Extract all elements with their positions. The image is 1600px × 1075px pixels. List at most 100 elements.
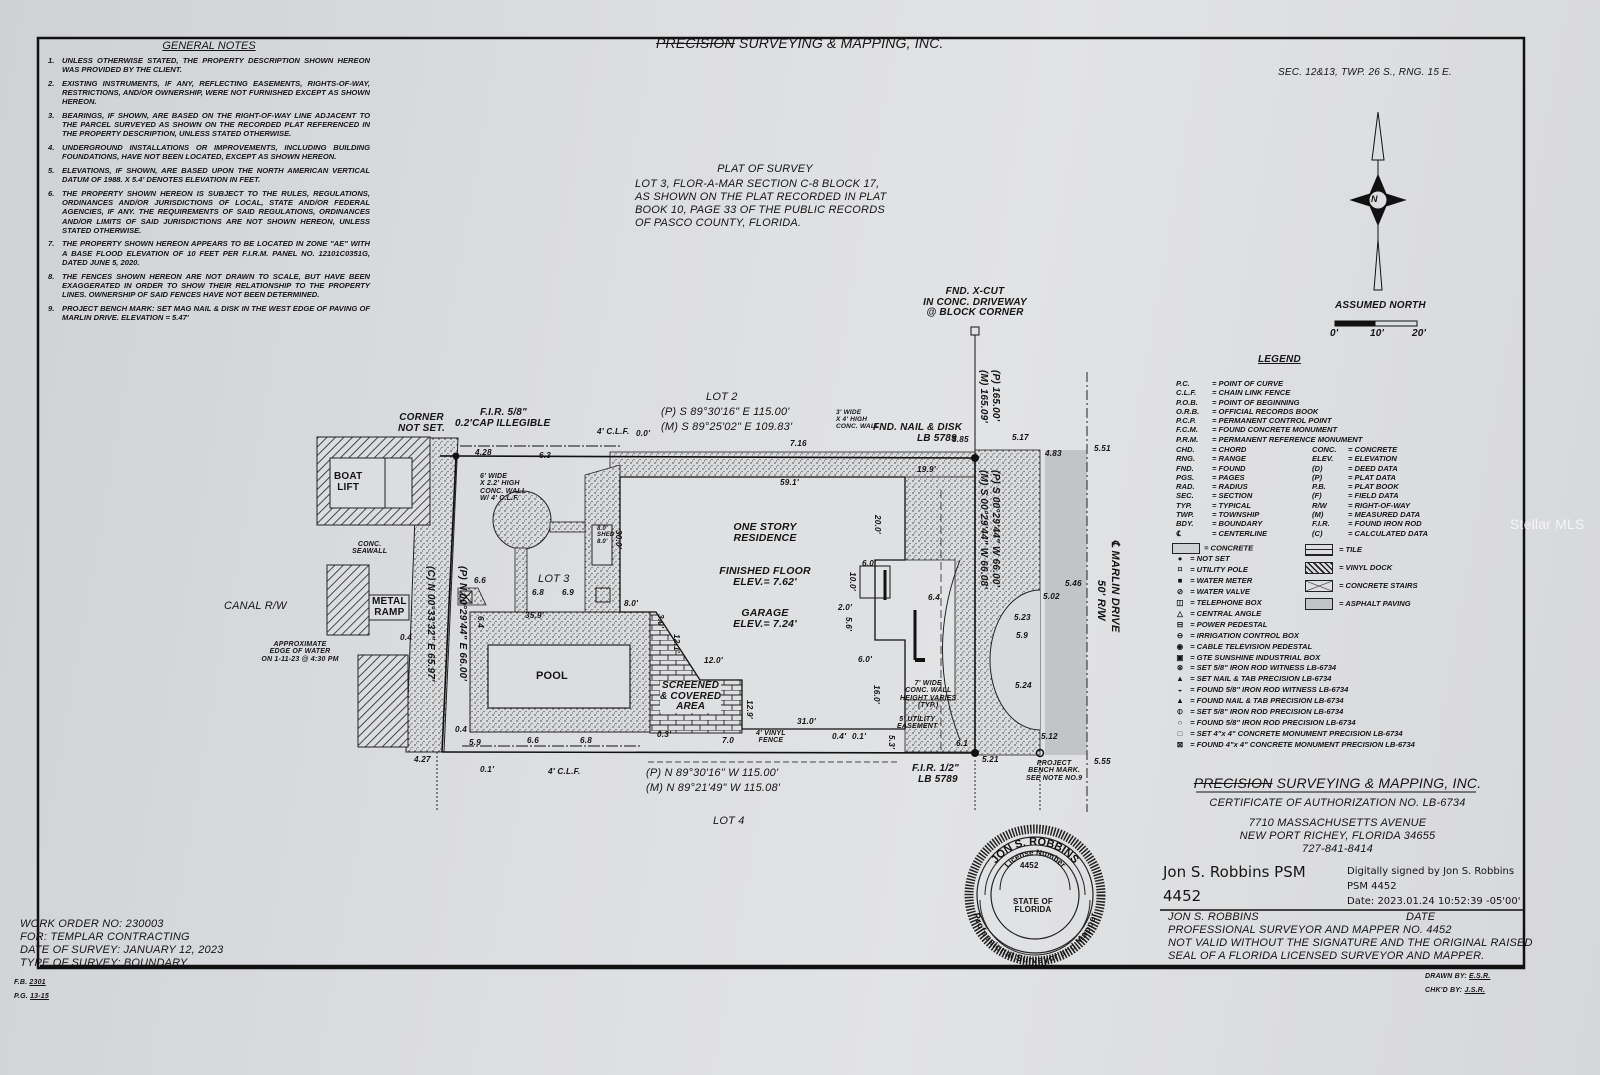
- checked-by: CHK'D BY: J.S.R.: [1425, 987, 1486, 994]
- note-4: 4.Underground installations or improveme…: [48, 143, 370, 161]
- canal-label: CANAL R/W: [224, 600, 287, 612]
- dimension: 12.1': [672, 634, 681, 653]
- tie-distance-measured: (M) 165.09': [978, 370, 989, 423]
- note-text: The property shown hereon appears to be …: [62, 239, 370, 267]
- scale-20: 20': [1412, 328, 1427, 339]
- signature-license: 4452: [1163, 887, 1202, 905]
- set-rod-precision-icon: ⦶: [1177, 707, 1183, 717]
- plat-line: LOT 3, FLOR-A-MAR SECTION C-8 BLOCK 17,: [635, 178, 880, 190]
- seal-license-number: 4452: [1020, 861, 1039, 870]
- note-number: 8.: [48, 271, 55, 281]
- lot-3-label: LOT 3: [538, 573, 570, 585]
- section-township-range: SEC. 12&13, TWP. 26 S., RNG. 15 E.: [1278, 67, 1452, 78]
- seal-profession: Professional Surveyor and Mapper: [972, 911, 1099, 965]
- elevation: 5.21: [982, 755, 999, 764]
- note-6: 6.The property shown hereon is subject t…: [48, 189, 370, 235]
- north-arrow-icon: [1349, 111, 1407, 291]
- general-notes: GENERAL NOTES 1.Unless otherwise stated,…: [48, 40, 370, 327]
- asphalt-paving: [1045, 450, 1087, 755]
- water-valve-icon: ⊘: [1176, 587, 1184, 597]
- shed: [591, 524, 613, 566]
- elevation: 5.9: [1016, 631, 1028, 640]
- dimension: 35.9': [525, 611, 544, 620]
- found-rod-precision-icon: ○: [1177, 718, 1183, 727]
- dimension: 10.0': [848, 572, 857, 591]
- plat-line: OF PASCO COUNTY, FLORIDA.: [635, 217, 802, 229]
- legend-symbols-left: = CONCRETE ● = NOT SET ⌑ = UTILITY POLE …: [1172, 543, 1415, 751]
- clf-bottom-label: 4' C.L.F.: [548, 767, 581, 776]
- elevation: 5.24: [1015, 681, 1032, 690]
- company-header: PRECISION SURVEYING & MAPPING, INC.: [656, 36, 944, 51]
- note-7: 7.The property shown hereon appears to b…: [48, 239, 370, 267]
- dimension: 31.0': [797, 717, 816, 726]
- note-text: Existing instruments, if any, reflecting…: [62, 78, 370, 107]
- note-number: 5.: [48, 166, 55, 176]
- note-number: 9.: [48, 303, 55, 313]
- plat-description: LOT 3, FLOR-A-MAR SECTION C-8 BLOCK 17,A…: [635, 178, 886, 230]
- bench-mark-icon: [1035, 748, 1045, 758]
- east-bearing-measured: (M) S 00°29'44" W 66.08': [978, 470, 989, 589]
- dimension: 2.0': [838, 603, 853, 612]
- dimension: 30.0': [614, 530, 623, 549]
- not-set-icon: ●: [1177, 554, 1183, 564]
- note-9: 9.Project bench mark: set mag nail & dis…: [48, 304, 370, 322]
- surveyor-seal: [964, 824, 1106, 966]
- scale-10: 10': [1370, 328, 1385, 339]
- dimension: 19.9': [917, 465, 936, 474]
- utility-pole-icon: ⌑: [1178, 565, 1182, 575]
- north-letter: N: [1371, 194, 1378, 204]
- note-1: 1.Unless otherwise stated, the property …: [48, 56, 370, 74]
- plat-title: PLAT OF SURVEY: [717, 163, 813, 175]
- page-border: [36, 36, 1526, 970]
- set-monument-icon: □: [1177, 728, 1183, 738]
- telephone-box-icon: ◫: [1176, 598, 1184, 608]
- elevation: 5.12: [1041, 732, 1058, 741]
- residence-outline: [619, 476, 906, 730]
- found-monument-icon: ⊠: [1176, 739, 1184, 749]
- lower-dock: [357, 654, 409, 748]
- dimension: 8.0': [624, 599, 639, 608]
- dimension: 0.1': [480, 765, 495, 774]
- cable-tv-icon: ◉: [1176, 641, 1184, 651]
- elevation: 6.8: [580, 736, 592, 745]
- north-bearing-measured: (M) S 89°25'02" E 109.83': [661, 421, 793, 433]
- elevation: 6.4: [928, 593, 940, 602]
- marlin-drive-label: ℄ MARLIN DRIVE: [1109, 540, 1121, 633]
- west-bearing-calculated: (C) N 00°33'32" E 65.97': [425, 566, 436, 682]
- company-rest: SURVEYING & MAPPING, INC.: [738, 35, 944, 51]
- dimension: 12.0': [704, 656, 723, 665]
- elevation: 6.9: [562, 588, 574, 597]
- found-nail-tab-icon: ▲: [1176, 696, 1184, 706]
- note-text: The property shown hereon is subject to …: [62, 188, 370, 235]
- gte-box-icon: ▣: [1176, 652, 1184, 662]
- dimension: 0.0': [636, 429, 651, 438]
- elevation: 5.9: [469, 738, 481, 747]
- water-meter-icon: ■: [1177, 576, 1183, 586]
- company-struck: PRECISION: [656, 35, 735, 51]
- elevation: 6.4: [476, 616, 485, 628]
- legend-symbols-right: = TILE = VINYL DOCK = CONCRETE STAIRS = …: [1305, 541, 1418, 613]
- property-boundary: [440, 335, 976, 754]
- elevation: 5.23: [1014, 613, 1031, 622]
- note-text: Bearings, if shown, are based on the rig…: [62, 111, 370, 139]
- concrete-stairs-swatch: [1305, 580, 1333, 592]
- note-number: 2.: [48, 78, 55, 88]
- elevation: 5.17: [1012, 433, 1029, 442]
- legend-title: LEGEND: [1258, 354, 1301, 365]
- fir-5-8-label: F.I.R. 5/8"0.2'CAP ILLEGIBLE: [455, 407, 551, 429]
- note-number: 3.: [48, 111, 55, 121]
